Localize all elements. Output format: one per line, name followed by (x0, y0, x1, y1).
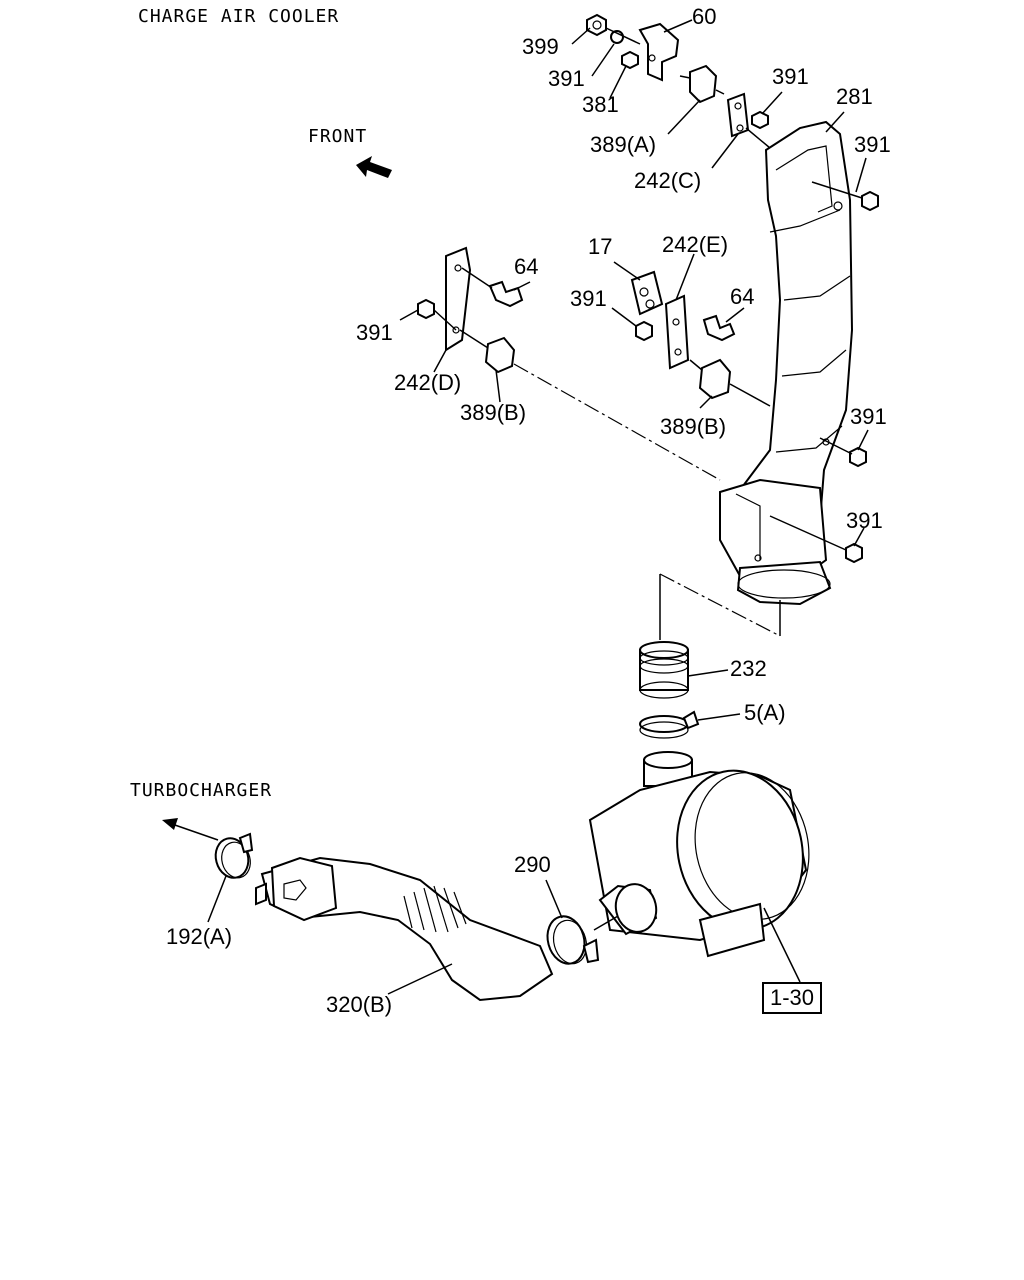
middle-mount-bracket-cluster (630, 270, 771, 407)
mount-389b-left (484, 336, 516, 374)
turbocharger-label: TURBOCHARGER (130, 780, 273, 801)
nut-391-right-b (849, 446, 867, 468)
hose-320b (255, 856, 554, 1002)
bracket-242c (726, 92, 771, 149)
callout-5a: 5(A) (744, 700, 786, 725)
nut-391-upper (751, 110, 769, 130)
callout-391-e: 391 (356, 320, 393, 345)
callout-391-g: 391 (846, 508, 883, 533)
callout-391-d: 391 (570, 286, 607, 311)
bracket-242d (445, 246, 472, 352)
callout-399: 399 (522, 34, 559, 59)
nut-391-left (417, 298, 435, 320)
front-arrow-icon (356, 156, 392, 178)
callout-242d: 242(D) (394, 370, 462, 395)
callout-389a: 389(A) (590, 132, 657, 157)
callout-17: 17 (588, 234, 613, 259)
pipe-side-nuts (769, 181, 879, 564)
diagram-title: CHARGE AIR COOLER (138, 6, 340, 27)
callout-232: 232 (730, 656, 767, 681)
left-mount-bracket-cluster (417, 246, 721, 481)
callout-391-a: 391 (548, 66, 585, 91)
bolt-64-left (488, 280, 524, 308)
bracket-242e (664, 294, 690, 370)
nut-381 (621, 50, 639, 70)
callout-391-f: 391 (850, 404, 887, 429)
callout-389b-right: 389(B) (660, 414, 727, 439)
callout-281: 281 (836, 84, 873, 109)
grommet-232 (639, 641, 689, 699)
clamp-5a (639, 710, 700, 739)
clamp-290 (546, 915, 619, 965)
callout-242c: 242(C) (634, 168, 702, 193)
air-cleaner-body (588, 751, 810, 983)
callout-389b-left: 389(B) (460, 400, 527, 425)
callout-381: 381 (582, 92, 619, 117)
callout-290: 290 (514, 852, 551, 877)
front-label: FRONT (308, 126, 368, 147)
bolt-64-mid (702, 314, 736, 342)
nut-399 (586, 13, 607, 37)
callout-192a: 192(A) (166, 924, 233, 949)
callout-leader-lines (207, 19, 869, 995)
callout-242e: 242(E) (662, 232, 729, 257)
callout-320b: 320(B) (326, 992, 393, 1017)
callout-64-a: 64 (514, 254, 539, 279)
nut-391-mid (635, 320, 653, 342)
nut-391-right-a (861, 190, 879, 212)
mount-389a (689, 64, 718, 104)
bracket-60 (638, 22, 680, 82)
reference-box-1-30: 1-30 (762, 982, 823, 1015)
mount-389b-right (698, 358, 732, 400)
turbocharger-arrow-icon (162, 818, 219, 841)
clamp-192a (214, 832, 254, 879)
callout-60: 60 (692, 4, 717, 29)
callout-391-b: 391 (772, 64, 809, 89)
callout-391-c: 391 (854, 132, 891, 157)
charge-air-pipe-281 (719, 120, 854, 606)
callout-64-b: 64 (730, 284, 755, 309)
upper-mount-bracket-cluster (586, 13, 725, 104)
nut-391-right-c (845, 542, 863, 564)
